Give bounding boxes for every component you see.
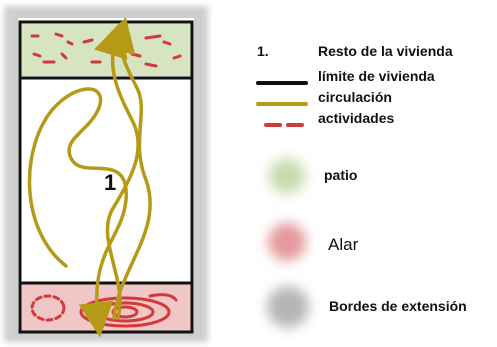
legend-activities-label: actividades bbox=[318, 110, 395, 126]
legend-patio-label: patio bbox=[324, 167, 358, 183]
legend-bordes-label: Bordes de extensión bbox=[329, 298, 467, 314]
legend-numbered-index: 1. bbox=[257, 43, 269, 59]
legend-alar-swatch bbox=[268, 223, 306, 261]
zone-number-label: 1 bbox=[104, 170, 117, 195]
legend-alar-label: Alar bbox=[328, 235, 359, 254]
circulation-paths bbox=[27, 16, 152, 338]
legend-bordes-swatch bbox=[267, 286, 309, 328]
legend-numbered-label: Resto de la vivienda bbox=[318, 43, 453, 59]
top-activity-marks bbox=[30, 32, 182, 68]
legend-circulation-label: circulación bbox=[318, 89, 392, 105]
top-patio-zone bbox=[20, 24, 192, 76]
legend-patio-swatch bbox=[269, 158, 305, 194]
legend-boundary-label: límite de vivienda bbox=[318, 68, 435, 84]
